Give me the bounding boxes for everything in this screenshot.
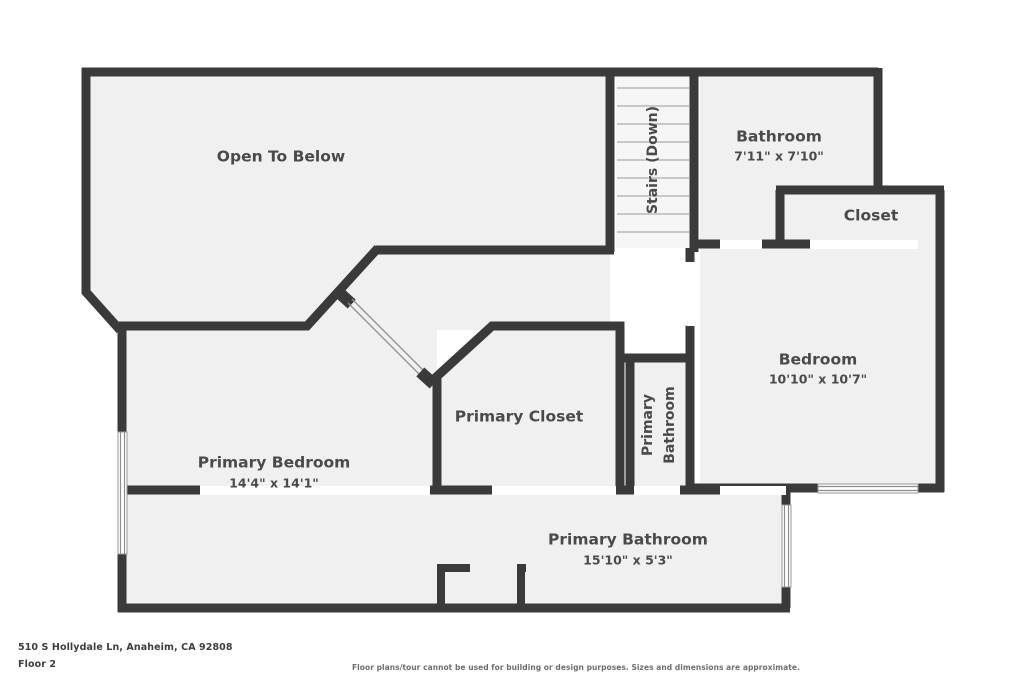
room-dims-primary-bathroom: 15'10" x 5'3": [583, 553, 673, 568]
door-opening-primary-bath-hall: [634, 486, 680, 495]
room-label-primary-bedroom: Primary Bedroom: [198, 454, 351, 472]
room-label-open-to-below: Open To Below: [217, 148, 345, 166]
door-opening-bedroom: [686, 262, 695, 326]
door-opening-primary-bedroom-1: [200, 486, 430, 495]
room-fill-open-to-below: [82, 68, 610, 330]
room-dims-bedroom: 10'10" x 10'7": [769, 372, 867, 387]
room-label-stairs: Stairs (Down): [645, 106, 661, 214]
room-label-primary-bath-hall-line2: Bathroom: [662, 386, 678, 464]
stair-treads: [617, 87, 689, 233]
room-fill-primary-bathroom: [118, 490, 790, 612]
door-swing-line: [347, 302, 426, 381]
wall-outer-left-upper: [81, 68, 124, 334]
door-stub-lower: [416, 367, 438, 389]
door-stub-upper: [334, 287, 356, 309]
door-opening-closet: [810, 240, 918, 249]
room-dims-bathroom: 7'11" x 7'10": [734, 149, 824, 164]
doors: [334, 287, 438, 389]
door-opening-bathroom: [720, 240, 762, 249]
room-dims-primary-bedroom: 14'4" x 14'1": [229, 476, 319, 491]
window-primary-bedroom-left: [117, 431, 128, 555]
room-fill-primary-closet: [437, 330, 620, 490]
window-bedroom-bottom: [817, 483, 919, 494]
wall-open-to-below-bottom: [118, 244, 382, 331]
door-openings: [200, 240, 918, 495]
footer-address: 510 S Hollydale Ln, Anaheim, CA 92808: [18, 642, 233, 653]
room-fill-primary-bath-hall: [630, 355, 688, 490]
door-swing-line-2: [351, 298, 430, 377]
room-labels: Open To Below Stairs (Down) Bathroom 7'1…: [198, 106, 899, 568]
door-opening-primary-bath-right: [720, 486, 786, 495]
room-label-primary-closet: Primary Closet: [455, 408, 584, 426]
room-label-bedroom: Bedroom: [779, 351, 858, 369]
room-label-closet: Closet: [844, 207, 899, 225]
room-label-bathroom: Bathroom: [736, 128, 822, 146]
room-fill-stairs: [616, 68, 690, 248]
walls: [81, 67, 945, 613]
room-label-primary-bath-hall-line1: Primary: [640, 394, 656, 456]
room-label-primary-bathroom: Primary Bathroom: [548, 531, 708, 549]
footer-disclaimer: Floor plans/tour cannot be used for buil…: [352, 663, 800, 672]
window-primary-bathroom-right: [781, 504, 792, 588]
room-fills: [82, 68, 940, 612]
room-fill-primary-bedroom: [118, 248, 610, 490]
room-fill-closet: [780, 190, 940, 248]
room-fill-bedroom: [700, 248, 940, 492]
wall-primary-closet: [429, 321, 625, 492]
footer-floor-label: Floor 2: [18, 659, 57, 670]
door-opening-primary-closet: [492, 486, 616, 495]
windows: [117, 431, 919, 588]
